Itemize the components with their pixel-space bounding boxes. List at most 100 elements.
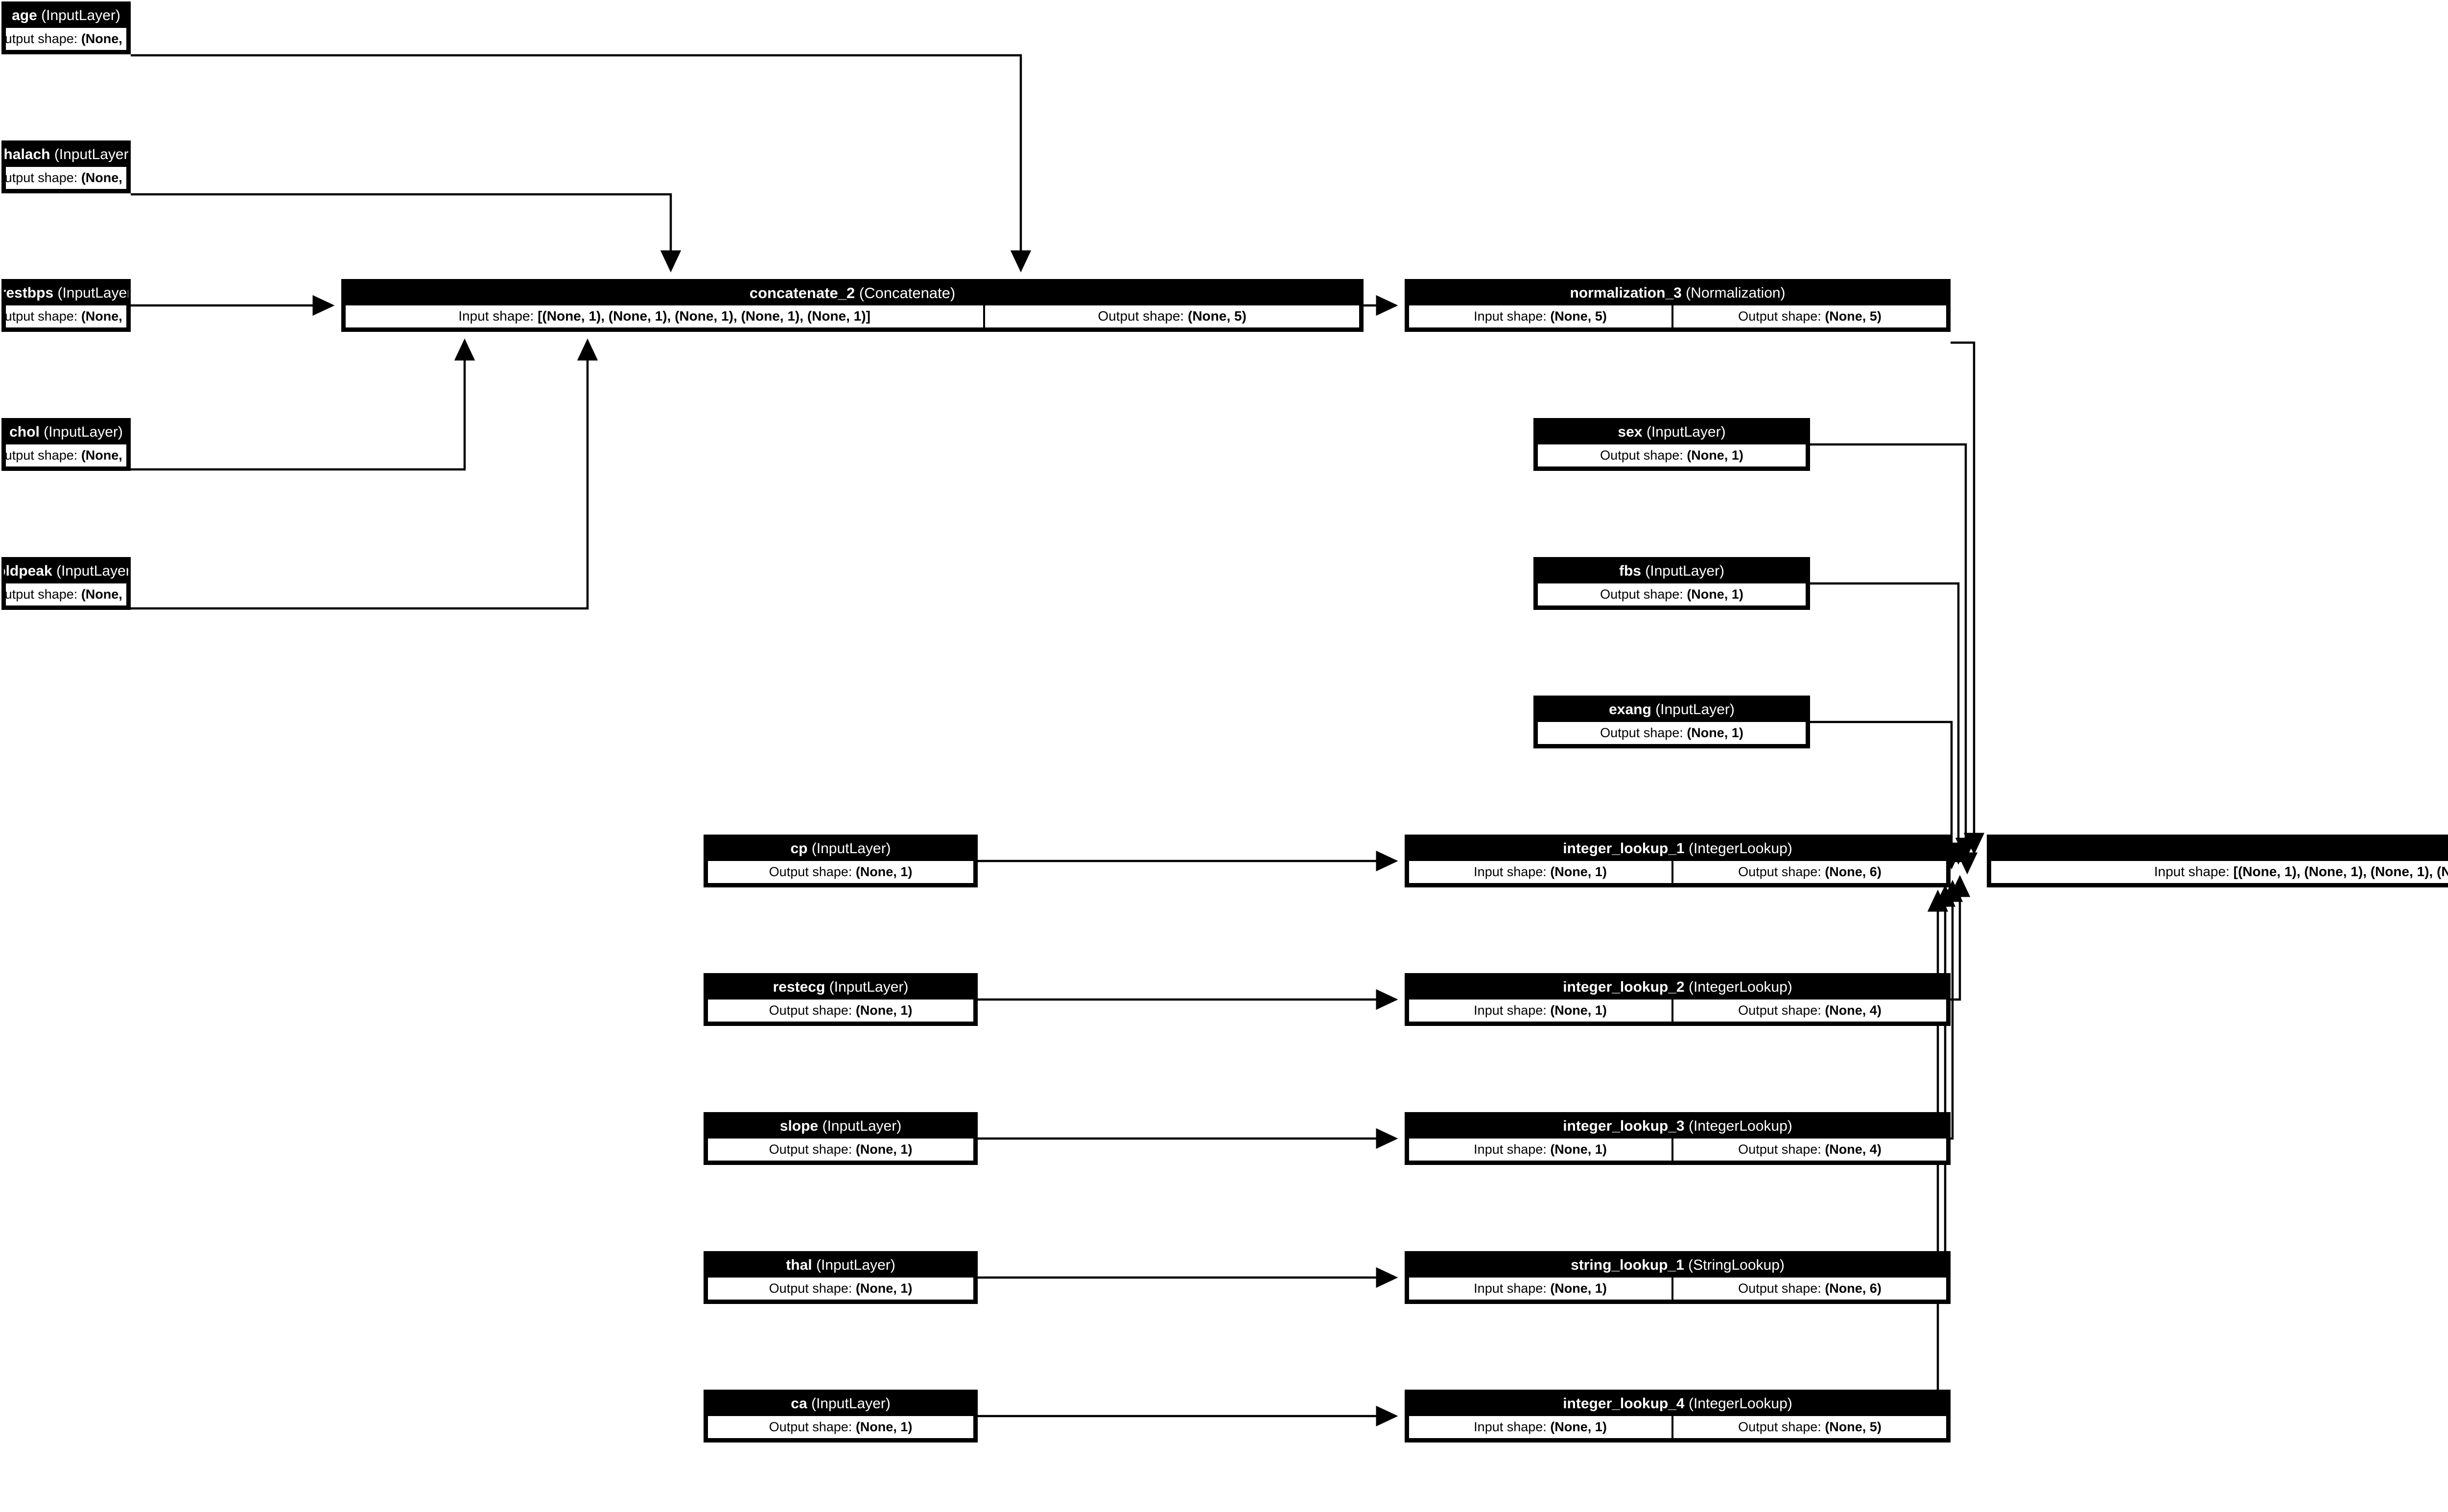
shape-value-integer_lookup_2-1: (None, 4) [1825, 1002, 1882, 1018]
layer-node-thal[interactable]: thal (InputLayer)Output shape: (None, 1) [704, 1251, 978, 1304]
layer-node-sex[interactable]: sex (InputLayer)Output shape: (None, 1) [1533, 418, 1810, 471]
edge-sex-to-concatenate_3 [1810, 443, 1977, 860]
layer-class-exang: (InputLayer) [1655, 701, 1735, 718]
layer-node-body-slope: Output shape: (None, 1) [706, 1138, 975, 1163]
shape-label-integer_lookup_3-1: Output shape: [1738, 1141, 1821, 1157]
layer-node-body-thalach: Output shape: (None, 1) [4, 166, 128, 191]
layer-name-ca: ca [791, 1396, 807, 1412]
shape-cell-string_lookup_1-1: Output shape: (None, 6) [1671, 1277, 1946, 1300]
layer-node-body-concatenate_2: Input shape: [(None, 1), (None, 1), (Non… [344, 305, 1361, 329]
layer-node-header-integer_lookup_3: integer_lookup_3 (IntegerLookup) [1407, 1115, 1948, 1139]
shape-value-thal-0: (None, 1) [855, 1280, 913, 1296]
layer-node-age[interactable]: age (InputLayer)Output shape: (None, 1) [1, 1, 131, 54]
layer-node-ca[interactable]: ca (InputLayer)Output shape: (None, 1) [704, 1390, 978, 1442]
shape-value-thalach-0: (None, 1) [81, 170, 126, 185]
shape-cell-thalach-0: Output shape: (None, 1) [6, 167, 126, 189]
layer-node-restecg[interactable]: restecg (InputLayer)Output shape: (None,… [704, 973, 978, 1026]
layer-node-cp[interactable]: cp (InputLayer)Output shape: (None, 1) [704, 835, 978, 887]
layer-node-header-sex: sex (InputLayer) [1536, 420, 1808, 444]
shape-cell-cp-0: Output shape: (None, 1) [708, 861, 973, 883]
layer-class-chol: (InputLayer) [44, 424, 123, 441]
layer-node-string_lookup_1[interactable]: string_lookup_1 (StringLookup) Input shap… [1405, 1251, 1951, 1304]
shape-cell-concatenate_2-0: Input shape: [(None, 1), (None, 1), (Non… [346, 305, 983, 327]
layer-name-integer_lookup_3: integer_lookup_3 [1563, 1118, 1685, 1135]
layer-node-body-concatenate_3: Input shape: [(None, 1), (None, 1), (Non… [1989, 861, 2448, 885]
layer-node-fbs[interactable]: fbs (InputLayer)Output shape: (None, 1) [1533, 557, 1810, 610]
shape-cell-thal-0: Output shape: (None, 1) [708, 1278, 973, 1300]
layer-node-integer_lookup_1[interactable]: integer_lookup_1 (IntegerLookup)Input sh… [1405, 835, 1951, 887]
edge-integer_lookup_3-to-concatenate_3 [1942, 880, 1963, 1140]
layer-node-slope[interactable]: slope (InputLayer)Output shape: (None, 1… [704, 1112, 978, 1165]
shape-value-concatenate_2-1: (None, 5) [1188, 308, 1247, 324]
layer-node-header-concatenate_2: concatenate_2 (Concatenate) [344, 281, 1361, 305]
layer-node-trestbps[interactable]: trestbps (InputLayer)Output shape: (None… [1, 279, 131, 332]
layer-node-chol[interactable]: chol (InputLayer)Output shape: (None, 1) [1, 418, 131, 471]
layer-name-normalization_3: normalization_3 [1570, 285, 1682, 302]
layer-node-concatenate_3[interactable]: concatenate_3 (Concatenate)Input shape: … [1987, 835, 2448, 887]
layer-node-integer_lookup_3[interactable]: integer_lookup_3 (IntegerLookup)Input sh… [1405, 1112, 1951, 1165]
layer-node-exang[interactable]: exang (InputLayer)Output shape: (None, 1… [1533, 696, 1810, 748]
shape-value-integer_lookup_4-0: (None, 1) [1550, 1419, 1607, 1434]
layer-node-body-integer_lookup_2: Input shape: (None, 1)Output shape: (Non… [1407, 999, 1948, 1024]
shape-label-normalization_3-1: Output shape: [1738, 308, 1821, 324]
edge-normalization_3-to-concatenate_3 [1951, 341, 1985, 855]
layer-node-header-concatenate_3: concatenate_3 (Concatenate) [1989, 837, 2448, 861]
layer-node-thalach[interactable]: thalach (InputLayer)Output shape: (None,… [1, 140, 131, 193]
edge-fbs-to-concatenate_3 [1810, 582, 1969, 865]
shape-label-trestbps-0: Output shape: [6, 308, 78, 324]
shape-value-integer_lookup_4-1: (None, 5) [1825, 1419, 1882, 1434]
layer-node-body-normalization_3: Input shape: (None, 5)Output shape: (Non… [1407, 305, 1948, 329]
shape-cell-concatenate_3-0: Input shape: [(None, 1), (None, 1), (Non… [1991, 861, 2448, 883]
layer-class-integer_lookup_3: (IntegerLookup) [1688, 1118, 1792, 1135]
shape-label-string_lookup_1-0: Input shape: [1474, 1280, 1547, 1296]
layer-name-thalach: thalach [4, 146, 50, 163]
shape-value-age-0: (None, 1) [81, 31, 126, 46]
layer-class-integer_lookup_4: (IntegerLookup) [1688, 1396, 1792, 1412]
shape-cell-integer_lookup_1-1: Output shape: (None, 6) [1671, 861, 1946, 883]
layer-node-integer_lookup_4[interactable]: integer_lookup_4 (IntegerLookup)Input sh… [1405, 1390, 1951, 1442]
layer-class-string_lookup_1: (StringLookup) [1688, 1257, 1785, 1274]
layer-node-body-age: Output shape: (None, 1) [4, 27, 128, 52]
shape-label-concatenate_2-0: Input shape: [458, 308, 534, 324]
shape-label-concatenate_2-1: Output shape: [1098, 308, 1184, 324]
layer-node-integer_lookup_2[interactable]: integer_lookup_2 (IntegerLookup)Input sh… [1405, 973, 1951, 1026]
edge-age-to-concatenate_2 [131, 54, 1032, 273]
layer-name-restecg: restecg [773, 979, 825, 996]
shape-value-integer_lookup_3-1: (None, 4) [1825, 1141, 1882, 1157]
layer-node-body-integer_lookup_4: Input shape: (None, 1)Output shape: (Non… [1407, 1416, 1948, 1440]
shape-value-ca-0: (None, 1) [855, 1419, 913, 1434]
layer-class-concatenate_2: (Concatenate) [859, 284, 956, 302]
layer-node-header-cp: cp (InputLayer) [706, 837, 975, 861]
layer-name-trestbps: trestbps [4, 285, 54, 302]
layer-class-age: (InputLayer) [41, 7, 120, 24]
layer-node-header-string_lookup_1: string_lookup_1 (StringLookup) [1407, 1254, 1948, 1278]
layer-node-body-chol: Output shape: (None, 1) [4, 444, 128, 468]
shape-cell-oldpeak-0: Output shape: (None, 1) [6, 583, 126, 605]
shape-label-chol-0: Output shape: [6, 447, 78, 463]
shape-cell-integer_lookup_2-1: Output shape: (None, 4) [1671, 999, 1946, 1022]
layer-class-trestbps: (InputLayer) [57, 285, 128, 302]
shape-cell-restecg-0: Output shape: (None, 1) [708, 1000, 973, 1022]
layer-node-header-oldpeak: oldpeak (InputLayer) [4, 559, 128, 583]
shape-cell-integer_lookup_2-0: Input shape: (None, 1) [1409, 1000, 1671, 1022]
layer-node-concatenate_2[interactable]: concatenate_2 (Concatenate)Input shape: … [341, 279, 1364, 332]
layer-node-oldpeak[interactable]: oldpeak (InputLayer)Output shape: (None,… [1, 557, 131, 610]
layer-node-header-integer_lookup_1: integer_lookup_1 (IntegerLookup) [1407, 837, 1948, 861]
layer-class-ca: (InputLayer) [811, 1396, 891, 1412]
shape-value-fbs-0: (None, 1) [1687, 586, 1743, 602]
shape-cell-integer_lookup_1-0: Input shape: (None, 1) [1409, 861, 1671, 883]
layer-name-concatenate_2: concatenate_2 [749, 284, 855, 302]
shape-cell-normalization_3-0: Input shape: (None, 5) [1409, 305, 1671, 327]
layer-name-fbs: fbs [1619, 563, 1641, 580]
shape-label-concatenate_3-0: Input shape: [2154, 864, 2230, 880]
layer-node-normalization_3[interactable]: normalization_3 (Normalization)Input sha… [1405, 279, 1951, 332]
shape-cell-concatenate_2-1: Output shape: (None, 5) [983, 305, 1359, 327]
layer-node-body-oldpeak: Output shape: (None, 1) [4, 583, 128, 607]
shape-value-integer_lookup_2-0: (None, 1) [1550, 1002, 1607, 1018]
layer-name-integer_lookup_1: integer_lookup_1 [1563, 840, 1685, 857]
layer-node-header-integer_lookup_2: integer_lookup_2 (IntegerLookup) [1407, 976, 1948, 1000]
layer-node-header-restecg: restecg (InputLayer) [706, 976, 975, 1000]
shape-label-exang-0: Output shape: [1600, 725, 1683, 740]
layer-class-integer_lookup_2: (IntegerLookup) [1688, 979, 1792, 996]
